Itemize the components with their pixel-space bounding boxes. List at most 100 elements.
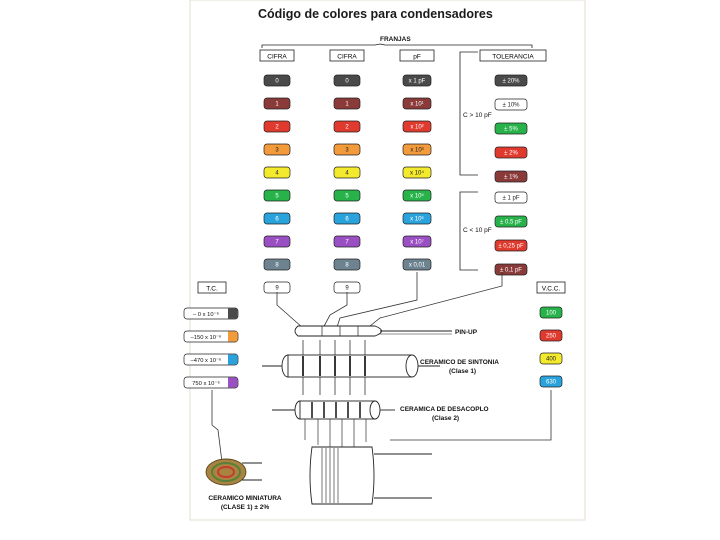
color-swatch <box>263 189 291 202</box>
tolerance-upper-chip-2: ± 5% <box>494 122 528 135</box>
swatch-label: x 10⁵ <box>410 193 424 200</box>
digit2-chip-0: 0 <box>333 74 361 87</box>
multiplier-chip-blue: x 10⁶ <box>402 212 432 225</box>
color-swatch <box>333 189 361 202</box>
swatch-label: 9 <box>275 286 279 292</box>
digit2-chip-7: 7 <box>333 235 361 248</box>
swatch-label: x 10¹ <box>410 102 423 108</box>
miniatura-label-line-1: CERAMICO MINIATURA <box>208 495 281 502</box>
color-swatch <box>494 239 528 252</box>
tolerance-upper-chip-0: ± 20% <box>494 74 528 87</box>
desacoplo-label-line-1: CERAMICA DE DESACOPLO <box>400 406 489 413</box>
multiplier-chip-red: x 10² <box>402 120 432 133</box>
color-swatch <box>402 212 432 225</box>
digit2-chip-3: 3 <box>333 143 361 156</box>
color-swatch <box>263 97 291 110</box>
color-swatch <box>494 122 528 135</box>
tc-header-box <box>197 281 227 294</box>
column-headers: CIFRA CIFRA pF TOLERANCIA <box>259 49 547 62</box>
swatch-label: 6 <box>275 217 279 223</box>
color-swatch <box>263 258 291 271</box>
color-swatch <box>333 212 361 225</box>
swatch-label: 3 <box>345 148 349 154</box>
header-pf: pF <box>413 54 421 61</box>
tc-box <box>183 376 239 389</box>
digit2-chip-1: 1 <box>333 97 361 110</box>
header-box-cifra-2 <box>329 49 365 62</box>
swatch-label: x 10⁷ <box>410 239 424 246</box>
tolerance-upper-chip-4: ± 1% <box>494 170 528 183</box>
miniature-ceramic-capacitor <box>205 458 262 486</box>
flat-ceramic-capacitor <box>309 446 432 505</box>
header-tolerancia: TOLERANCIA <box>492 54 534 61</box>
header-cifra-2: CIFRA <box>337 54 357 61</box>
swatch-label: 250 <box>546 334 557 340</box>
digit1-chip-1: 1 <box>263 97 291 110</box>
tolerance-bracket-upper <box>459 51 478 176</box>
color-swatch <box>402 97 432 110</box>
desacoplo-label-line-2: (Clase 2) <box>432 415 459 422</box>
color-swatch <box>494 215 528 228</box>
digit2-chip-8: 8 <box>333 258 361 271</box>
multiplier-chip-grey: x 0,01 <box>402 258 432 271</box>
color-swatch <box>333 97 361 110</box>
tc-color-band <box>228 354 238 365</box>
color-swatch <box>333 166 361 179</box>
swatch-label: 1 <box>275 102 279 108</box>
color-swatch <box>539 329 563 342</box>
pinup-capacitor <box>294 325 452 337</box>
color-swatch <box>402 189 432 202</box>
tc-row-3: 750 x 10⁻⁶ <box>183 376 239 389</box>
sintonia-label-line-1: CERAMICO DE SINTONIA <box>420 359 499 366</box>
tolerance-upper-chip-3: ± 2% <box>494 146 528 159</box>
tc-box <box>183 307 239 320</box>
tc-color-band <box>228 377 238 388</box>
swatch-label: 7 <box>275 240 279 246</box>
digit1-chip-5: 5 <box>263 189 291 202</box>
ceramic-tuning-capacitor <box>262 354 440 378</box>
swatch-label: ± 2% <box>504 151 518 157</box>
franjas-brace <box>261 43 533 48</box>
digit1-chip-3: 3 <box>263 143 291 156</box>
swatch-label: 100 <box>546 311 557 317</box>
digit1-chip-9: 9 <box>263 281 291 294</box>
swatch-label: 0 <box>345 79 349 85</box>
swatch-label: 5 <box>345 194 349 200</box>
digit1-chip-7: 7 <box>263 235 291 248</box>
color-swatch <box>402 235 432 248</box>
digit2-chip-4: 4 <box>333 166 361 179</box>
vcc-chip-250: 250 <box>539 329 563 342</box>
tc-row-0: – 0 x 10⁻⁶ <box>183 307 239 320</box>
sintonia-label-line-2: (Clase 1) <box>449 368 476 375</box>
color-swatch <box>263 166 291 179</box>
multiplier-chip-black: x 1 pF <box>402 74 432 87</box>
digit2-chip-5: 5 <box>333 189 361 202</box>
tc-color-band <box>228 331 238 342</box>
tolerance-bracket-lower <box>459 191 478 271</box>
swatch-label: x 0,01 <box>409 263 426 269</box>
tolerance-lower-chip-3: ± 0,1 pF <box>494 263 528 276</box>
vcc-header-box <box>536 281 566 294</box>
swatch-label: x 10³ <box>410 148 423 154</box>
swatch-label: 5 <box>275 194 279 200</box>
color-swatch <box>494 170 528 183</box>
digit2-chip-2: 2 <box>333 120 361 133</box>
digit1-chip-8: 8 <box>263 258 291 271</box>
tc-value: – 0 x 10⁻⁶ <box>193 311 220 318</box>
color-swatch <box>494 263 528 276</box>
header-box-pf <box>399 49 435 62</box>
color-swatch <box>494 98 528 111</box>
tc-box <box>183 330 239 343</box>
color-swatch <box>402 166 432 179</box>
color-swatch <box>333 120 361 133</box>
color-swatch <box>402 74 432 87</box>
digit2-chip-6: 6 <box>333 212 361 225</box>
swatch-label: ± 0,5 pF <box>500 220 522 226</box>
ceramic-decoupling-capacitor <box>272 400 395 460</box>
swatch-label: ± 5% <box>504 127 518 133</box>
color-swatch <box>539 306 563 319</box>
pinup-label: PIN-UP <box>455 329 478 336</box>
